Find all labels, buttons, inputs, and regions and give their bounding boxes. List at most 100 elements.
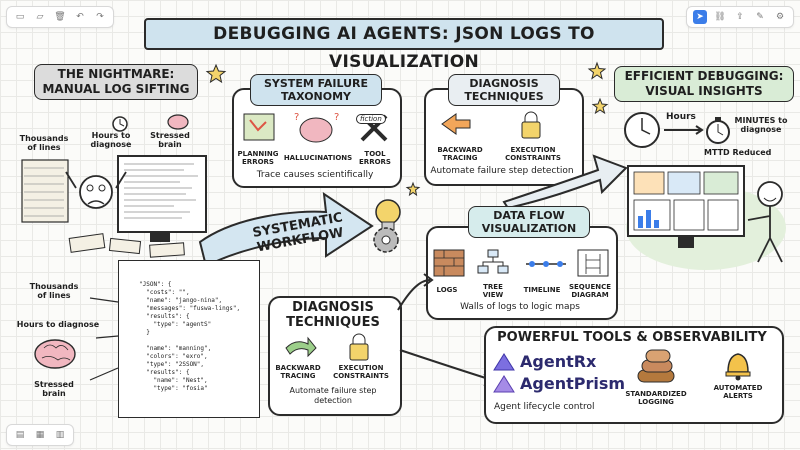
diag-top-item-constraints: EXECUTION CONSTRAINTS <box>505 146 561 162</box>
efficient-title-text: EFFICIENT DEBUGGING: VISUAL INSIGHTS <box>624 69 784 98</box>
fiction-label: fiction <box>356 114 386 124</box>
svg-text:?: ? <box>294 112 299 123</box>
panel-icon[interactable]: ▤ <box>15 430 25 440</box>
diag-top-footer: Automate failure step detection <box>430 166 574 176</box>
json-panel: "JSON": { "costs": "", "name": "jango-ni… <box>118 260 260 418</box>
backward-arrow-icon <box>441 113 471 135</box>
taxonomy-footer: Trace causes scientifically <box>256 170 374 180</box>
star-icon <box>587 61 607 80</box>
lock-icon <box>521 121 541 139</box>
dataflow-item-timeline: TIMELINE <box>523 286 561 294</box>
dataflow-item-tree: TREE VIEW <box>482 283 504 299</box>
settings-icon[interactable]: ⚙ <box>775 12 785 22</box>
diag-top-icons <box>441 111 541 139</box>
taxonomy-item-hallucinations: HALLUCINATIONS <box>283 154 353 162</box>
trash-icon[interactable]: 🗑 <box>54 12 66 22</box>
layers-icon[interactable]: ▥ <box>55 430 65 440</box>
agentprism-logo-icon <box>493 375 515 393</box>
star-icon <box>591 97 609 115</box>
json-line: "JSON": { <box>139 281 172 288</box>
sequence-diagram-icon <box>577 249 609 277</box>
log-wall-icon <box>433 249 465 277</box>
agent-logos <box>493 353 515 393</box>
backward-arrow-icon <box>285 336 317 358</box>
left-label-thousands: Thousands of lines <box>29 282 79 300</box>
left-label-stressed: Stressed brain <box>34 380 74 398</box>
json-line: } <box>139 329 150 336</box>
undo-icon[interactable]: ↶ <box>76 12 84 22</box>
tools-title: POWERFUL TOOLS & OBSERVABILITY <box>497 330 767 345</box>
dataflow-item-sequence: SEQUENCE DIAGRAM <box>568 283 612 299</box>
json-lines: "JSON": { "costs": "", "name": "jango-ni… <box>119 261 259 393</box>
brain-icon <box>34 339 76 369</box>
folder-icon[interactable]: ▱ <box>36 12 44 22</box>
agentrx-logo-icon <box>493 353 515 371</box>
dataflow-footer: Walls of logs to logic maps <box>460 302 580 312</box>
top-left-toolbar: ▭ ▱ 🗑 ↶ ↷ <box>6 6 114 28</box>
json-line: "type": "2SSON", <box>139 361 205 368</box>
efficient-illustration <box>626 165 786 270</box>
taxonomy-title: SYSTEM FAILURE TAXONOMY <box>250 74 382 106</box>
nightmare-illustration <box>21 114 207 258</box>
document-icon[interactable]: ▭ <box>15 12 25 22</box>
tools-item-alerts: AUTOMATED ALERTS <box>713 384 763 400</box>
efficient-mttd: MTTD Reduced <box>704 148 772 157</box>
json-line: "type": "agentS" <box>139 321 212 328</box>
diag-bottom-title: DIAGNOSIS TECHNIQUES <box>286 300 380 330</box>
efficient-icons <box>624 112 730 148</box>
json-line: "results": { <box>139 313 190 320</box>
star-icon <box>205 63 227 84</box>
bell-icon <box>725 353 751 381</box>
main-title: DEBUGGING AI AGENTS: JSON LOGS TO VISUAL… <box>144 18 664 72</box>
nightmare-title: THE NIGHTMARE: MANUAL LOG SIFTING <box>34 64 198 100</box>
logs-icon <box>637 349 675 383</box>
diag-top-title-text: DIAGNOSIS TECHNIQUES <box>464 77 544 103</box>
brain-icon <box>299 117 333 143</box>
taxonomy-title-text: SYSTEM FAILURE TAXONOMY <box>264 77 368 103</box>
top-right-toolbar: ➤ ⛓ ⇪ ✎ ⚙ <box>686 6 794 28</box>
json-line: "messages": "fuswa-lings", <box>139 305 241 312</box>
svg-text:?: ? <box>334 112 339 123</box>
workflow-arrow <box>198 191 374 268</box>
pointer-lines <box>89 297 119 381</box>
json-line <box>139 337 259 345</box>
efficient-title: EFFICIENT DEBUGGING: VISUAL INSIGHTS <box>614 66 794 102</box>
json-line: "results": { <box>139 369 190 376</box>
label-stressed-brain: Stressed brain <box>150 131 190 149</box>
main-title-text: DEBUGGING AI AGENTS: JSON LOGS TO VISUAL… <box>213 24 595 72</box>
connector-arrows <box>397 273 496 387</box>
redo-icon[interactable]: ↷ <box>96 12 104 22</box>
stressed-person-icon <box>79 175 113 209</box>
diag-bottom-item-constraints: EXECUTION CONSTRAINTS <box>333 364 389 380</box>
dataflow-item-logs: LOGS <box>436 286 458 294</box>
paper-stack-icon <box>21 159 69 223</box>
lightbulb-gear-icon <box>373 199 401 253</box>
label-thousands-lines: Thousands of lines <box>19 134 69 152</box>
select-tool-icon[interactable]: ➤ <box>693 10 707 24</box>
diag-bottom-icons <box>285 333 369 361</box>
json-line: "colors": "exro", <box>139 353 208 360</box>
map-icon <box>243 113 275 141</box>
grid-icon[interactable]: ▦ <box>35 430 45 440</box>
taxonomy-item-planning: PLANNING ERRORS <box>237 150 279 166</box>
json-line: "type": "fosia" <box>139 385 208 392</box>
dataflow-title-text: DATA FLOW VISUALIZATION <box>481 209 577 235</box>
json-line: "name": "jango-nina", <box>139 297 223 304</box>
taxonomy-icons: ? ? <box>243 112 388 143</box>
left-label-hours: Hours to diagnose <box>16 320 100 329</box>
diag-top-title: DIAGNOSIS TECHNIQUES <box>448 74 560 106</box>
diag-bottom-footer: Automate failure step detection <box>289 386 377 405</box>
lock-icon <box>349 343 369 361</box>
bottom-left-toolbar: ▤ ▦ ▥ <box>6 424 74 446</box>
export-icon[interactable]: ⇪ <box>736 12 744 22</box>
efficient-minutes-label: MINUTES to diagnose <box>734 116 788 134</box>
edit-icon[interactable]: ✎ <box>756 12 764 22</box>
link-icon[interactable]: ⛓ <box>714 12 726 22</box>
json-line: "costs": "", <box>139 289 190 296</box>
tools-caption: Agent lifecycle control <box>494 402 595 412</box>
brain-icon <box>167 114 189 130</box>
json-line: "name": "manning", <box>139 345 212 352</box>
diag-bottom-item-backward: BACKWARD TRACING <box>275 364 321 380</box>
star-icon <box>405 181 421 197</box>
progress-arrow <box>502 154 628 210</box>
